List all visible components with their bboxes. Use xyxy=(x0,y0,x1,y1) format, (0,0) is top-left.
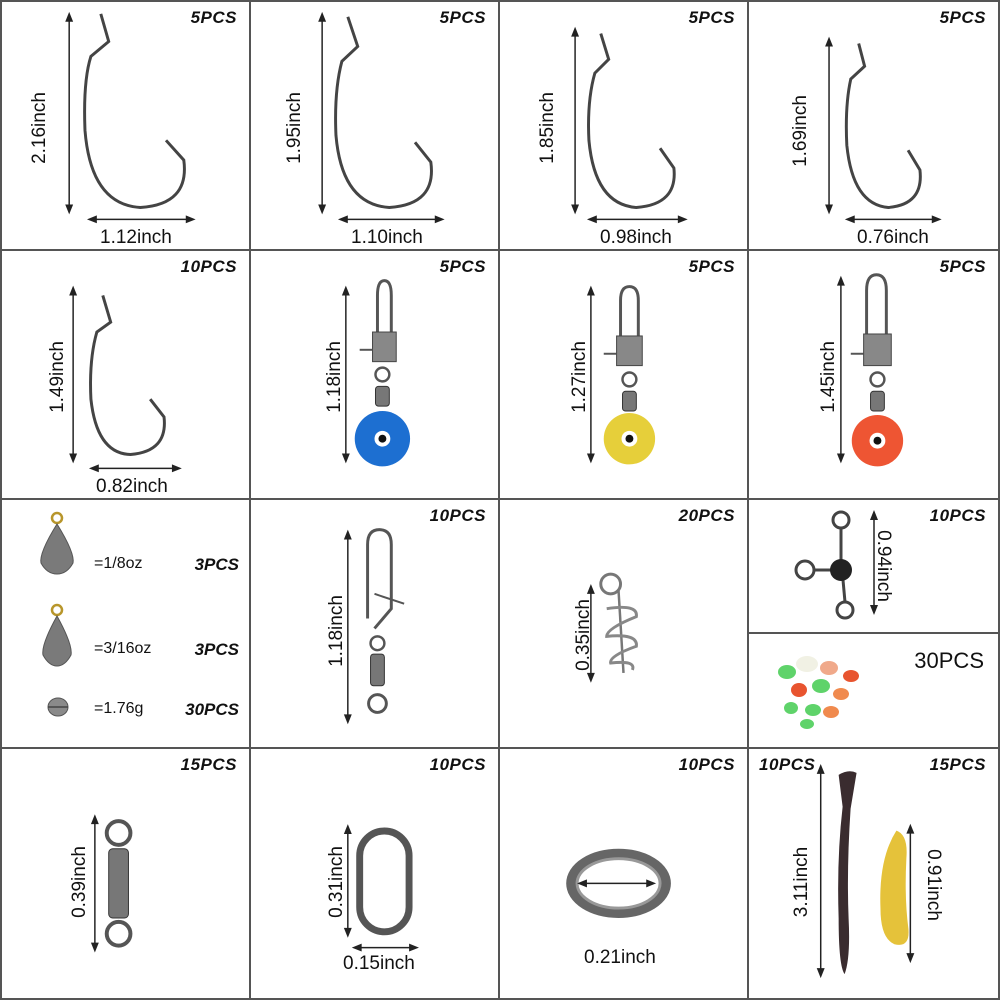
height-dimension: 1.45inch xyxy=(817,341,839,413)
beads-count-label: 30PCS xyxy=(914,648,984,673)
count-label: 10PCS xyxy=(678,755,735,774)
three-way-swivel-image xyxy=(794,510,878,620)
cell-hook-4: 5PCS 1.69inch 0.76inch xyxy=(749,2,998,251)
cell-split-ring: 10PCS 0.21inch xyxy=(500,749,749,998)
worm-hook-image xyxy=(825,36,942,224)
count-label: 5PCS xyxy=(688,8,735,27)
sinker-large-image xyxy=(40,511,74,575)
sinker-count: 30PCS xyxy=(185,700,239,719)
count-label: 10PCS xyxy=(180,257,237,276)
count-label: 10PCS xyxy=(429,755,486,774)
width-dimension: 0.15inch xyxy=(343,953,415,974)
cell-sinkers: =1/8oz 3PCS =3/16oz 3PCS =1.76g 30PCS xyxy=(2,500,251,749)
height-dimension: 1.95inch xyxy=(283,92,305,164)
height-dimension: 0.35inch xyxy=(572,599,594,671)
cell-snap-swivel: 10PCS 1.18inch xyxy=(251,500,500,749)
count-label: 10PCS xyxy=(429,506,486,525)
cell-barrel-swivel: 15PCS 0.39inch xyxy=(2,749,251,998)
snap-swivel-image xyxy=(343,528,405,725)
cell-hook-1: 5PCS 2.16inch 1.12inch xyxy=(2,2,251,251)
split-ring-image xyxy=(566,848,671,918)
count-label: 15PCS xyxy=(180,755,237,774)
count-label: 10PCS xyxy=(929,506,986,525)
width-dimension: 0.82inch xyxy=(96,476,168,497)
worm-hook-image xyxy=(571,26,688,224)
height-dimension-2: 0.91inch xyxy=(922,849,944,921)
count-label: 5PCS xyxy=(939,8,986,27)
height-dimension: 1.18inch xyxy=(325,595,347,667)
float-stop-swivel-image xyxy=(586,285,656,465)
height-dimension: 2.16inch xyxy=(28,92,50,164)
count-label: 5PCS xyxy=(439,257,486,276)
split-shot-image xyxy=(47,697,69,717)
height-dimension: 0.94inch xyxy=(872,530,894,602)
worm-hook-image xyxy=(65,11,196,224)
float-stop-swivel-image xyxy=(836,273,904,467)
height-dimension: 0.31inch xyxy=(325,846,347,918)
height-dimension: 1.18inch xyxy=(323,341,345,413)
sinker-row xyxy=(2,511,249,578)
cell-bead-swivel-yellow: 5PCS 1.27inch xyxy=(500,251,749,500)
height-dimension: 3.11inch xyxy=(791,846,813,918)
soft-beads-image xyxy=(778,656,859,729)
count-label: 15PCS xyxy=(929,755,986,774)
cell-bead-swivel-red: 5PCS 1.45inch xyxy=(749,251,998,500)
height-dimension: 1.27inch xyxy=(568,341,590,413)
spring-lock-image xyxy=(586,572,638,683)
sinker-medium-image xyxy=(42,603,72,667)
width-dimension: 0.76inch xyxy=(857,227,929,248)
sinker-weight: =3/16oz xyxy=(94,640,152,657)
count-label: 5PCS xyxy=(439,8,486,27)
height-dimension: 1.85inch xyxy=(536,92,558,164)
count-label: 5PCS xyxy=(688,257,735,276)
height-dimension: 1.69inch xyxy=(789,95,811,167)
cell-oval-ring: 10PCS 0.31inch 0.15inch xyxy=(251,749,500,998)
worm-hook-image xyxy=(69,285,182,473)
sinker-count: 3PCS xyxy=(194,640,239,659)
count-label: 20PCS xyxy=(678,506,735,525)
cell-hook-5: 10PCS 1.49inch 0.82inch xyxy=(2,251,251,500)
sinker-count: 3PCS xyxy=(194,555,239,574)
cell-bead-swivel-blue: 5PCS 1.18inch xyxy=(251,251,500,500)
width-dimension: 0.98inch xyxy=(600,227,672,248)
soft-worm-image xyxy=(816,763,915,979)
oval-split-ring-image xyxy=(343,824,419,952)
worm-hook-image xyxy=(318,11,445,224)
count-label: 5PCS xyxy=(190,8,237,27)
width-dimension: 0.21inch xyxy=(584,947,656,968)
height-dimension: 1.49inch xyxy=(46,341,68,413)
sinker-weight: =1/8oz xyxy=(94,555,143,572)
cell-spring-lock: 20PCS 0.35inch xyxy=(500,500,749,749)
sinker-weight: =1.76g xyxy=(94,700,144,717)
divider xyxy=(749,632,998,634)
cell-hook-3: 5PCS 1.85inch 0.98inch xyxy=(500,2,749,251)
width-dimension: 1.10inch xyxy=(351,227,423,248)
width-dimension: 1.12inch xyxy=(100,227,172,248)
barrel-swivel-image xyxy=(90,814,133,953)
count-label: 5PCS xyxy=(939,257,986,276)
height-dimension: 0.39inch xyxy=(68,846,90,918)
cell-hook-2: 5PCS 1.95inch 1.10inch xyxy=(251,2,500,251)
float-stop-swivel-image xyxy=(341,279,411,467)
count-label-left: 10PCS xyxy=(759,755,816,774)
cell-three-way-swivel: 10PCS 0.94inch 30PCS xyxy=(749,500,998,749)
cell-soft-baits: 10PCS 15PCS 3.11inch 0.91inch xyxy=(749,749,998,998)
